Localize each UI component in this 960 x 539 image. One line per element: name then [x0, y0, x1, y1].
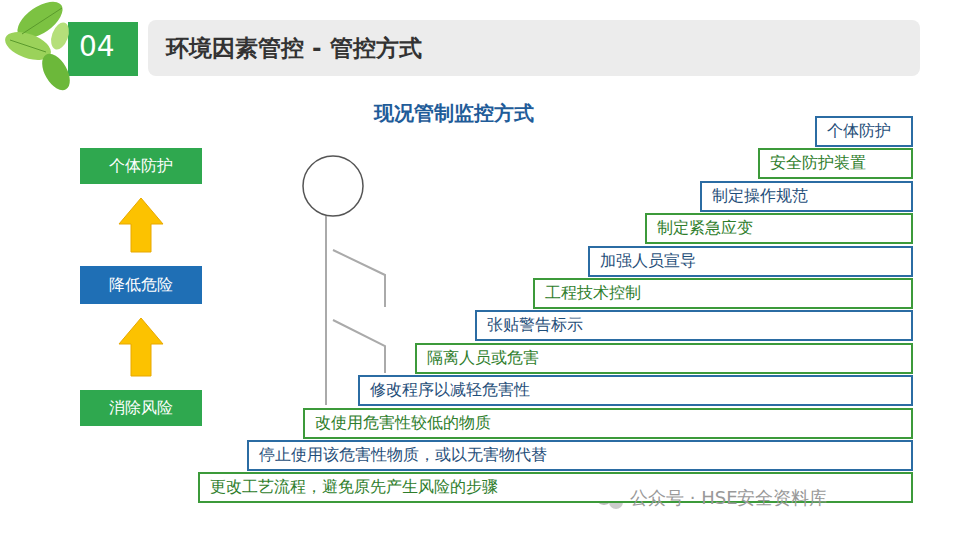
node-text: 个体防护 [827, 121, 891, 142]
node-text: 更改工艺流程，避免原先产生风险的步骤 [210, 477, 498, 498]
node-text: 制定紧急应变 [657, 218, 753, 239]
node-text: 张贴警告标示 [487, 315, 583, 336]
node-text: 制定操作规范 [712, 186, 808, 207]
node-text: 停止使用该危害性物质，或以无害物代替 [259, 445, 547, 466]
node-text: 加强人员宣导 [600, 251, 696, 272]
header-title: 环境因素管控 - 管控方式 [166, 33, 422, 64]
node-text: 工程技术控制 [545, 283, 641, 304]
step-box: 工程技术控制 [533, 278, 913, 309]
up-arrow [119, 198, 163, 252]
level-box: 降低危险 [80, 266, 202, 304]
node-text: 降低危险 [109, 275, 173, 296]
step-box: 张贴警告标示 [475, 310, 913, 341]
step-box: 个体防护 [815, 116, 913, 147]
node-text: 消除风险 [109, 398, 173, 419]
step-box: 修改程序以减轻危害性 [358, 375, 913, 406]
step-box: 制定紧急应变 [645, 213, 913, 244]
section-number: 04 [79, 30, 115, 63]
node-text: 隔离人员或危害 [427, 348, 539, 369]
subtitle: 现况管制监控方式 [374, 100, 534, 127]
step-box: 改使用危害性较低的物质 [303, 408, 913, 439]
step-box: 停止使用该危害性物质，或以无害物代替 [247, 440, 913, 471]
header-bar [148, 20, 920, 76]
leaf-decoration [1, 0, 75, 95]
up-arrow [119, 318, 163, 376]
node-text: 改使用危害性较低的物质 [315, 413, 491, 434]
node-text: 个体防护 [109, 156, 173, 177]
watermark: 公众号 · HSE安全资料库 [630, 486, 828, 510]
step-box: 隔离人员或危害 [415, 343, 913, 374]
stick-figure [303, 156, 385, 405]
step-box: 加强人员宣导 [588, 246, 913, 277]
number-badge [68, 22, 138, 76]
node-text: 安全防护装置 [770, 153, 866, 174]
step-box: 制定操作规范 [700, 181, 913, 212]
node-text: 修改程序以减轻危害性 [370, 380, 530, 401]
level-box: 消除风险 [80, 390, 202, 426]
level-box: 个体防护 [80, 148, 202, 184]
step-box: 安全防护装置 [758, 148, 913, 179]
